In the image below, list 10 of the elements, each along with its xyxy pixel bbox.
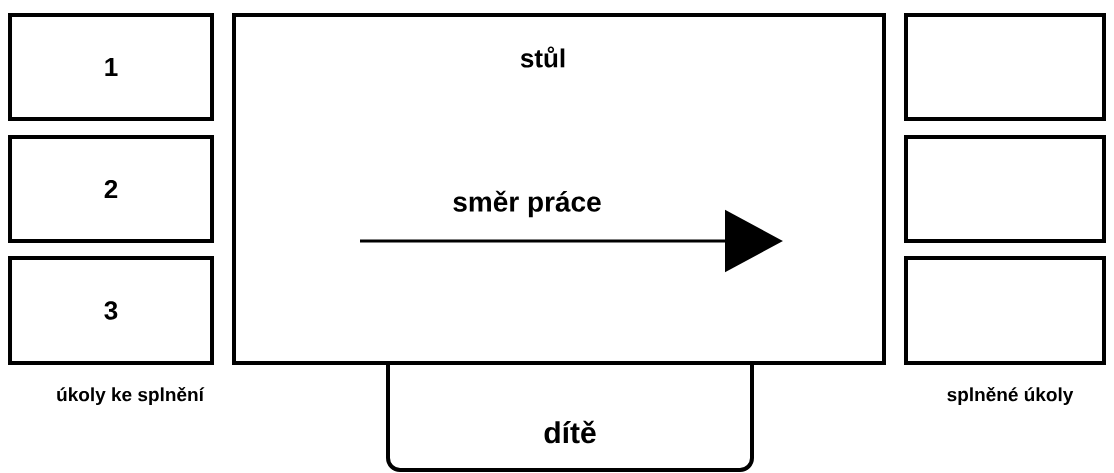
group-caption: úkoly ke splnění <box>57 386 205 406</box>
empty-box <box>904 13 1106 121</box>
child-box: dítě <box>386 363 754 472</box>
task-box: 3 <box>8 256 214 365</box>
group-caption: splněné úkoly <box>947 386 1074 406</box>
empty-box <box>904 256 1106 365</box>
direction-label: směr práce <box>453 190 601 218</box>
task-box: 2 <box>8 135 214 243</box>
empty-box <box>904 135 1106 243</box>
task-box: 1 <box>8 13 214 121</box>
